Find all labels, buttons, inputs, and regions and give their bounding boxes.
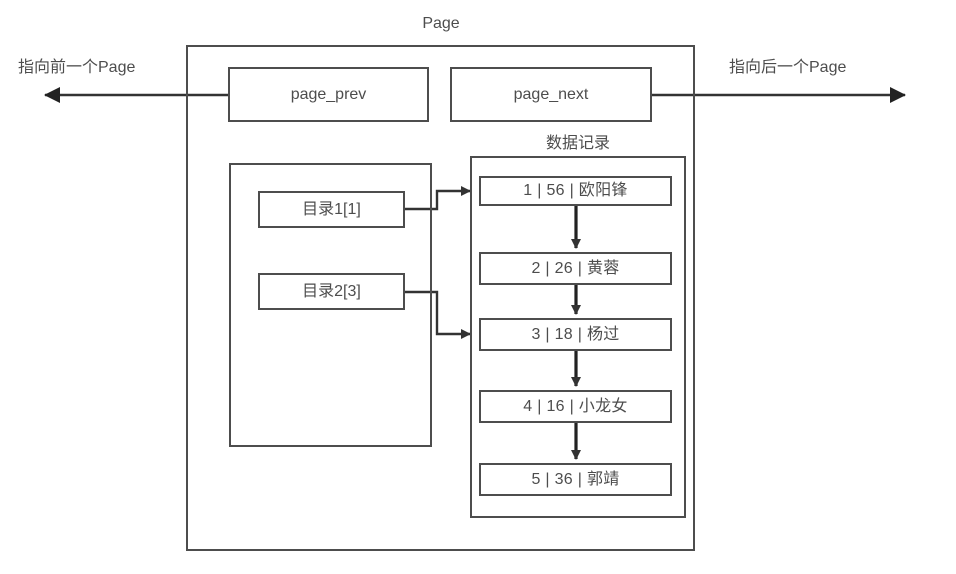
page-container xyxy=(186,45,695,551)
record-row-2-label: 2 | 26 | 黄蓉 xyxy=(531,259,620,277)
record-row-2[interactable]: 2 | 26 | 黄蓉 xyxy=(479,252,672,285)
record-row-1[interactable]: 1 | 56 | 欧阳锋 xyxy=(479,176,672,206)
page-prev-label: page_prev xyxy=(290,85,367,103)
record-row-1-label: 1 | 56 | 欧阳锋 xyxy=(523,182,628,199)
record-row-3[interactable]: 3 | 18 | 杨过 xyxy=(479,318,672,351)
directory-entry-2-label: 目录2[3] xyxy=(302,282,361,300)
record-row-4-label: 4 | 16 | 小龙女 xyxy=(523,397,628,415)
directory-entry-1-label: 目录1[1] xyxy=(302,200,361,218)
data-records-container xyxy=(470,156,686,518)
directory-entry-1[interactable]: 目录1[1] xyxy=(258,191,405,228)
page-next-box[interactable]: page_next xyxy=(450,67,652,122)
page-title-label: Page xyxy=(422,15,460,32)
directory-container xyxy=(229,163,432,447)
prev-page-arrow-label: 指向前一个Page xyxy=(18,59,136,76)
record-row-3-label: 3 | 18 | 杨过 xyxy=(531,325,620,343)
record-row-5[interactable]: 5 | 36 | 郭靖 xyxy=(479,463,672,496)
record-row-4[interactable]: 4 | 16 | 小龙女 xyxy=(479,390,672,423)
next-page-arrow-label: 指向后一个Page xyxy=(729,59,847,76)
data-records-title-label: 数据记录 xyxy=(545,135,610,152)
record-row-5-label: 5 | 36 | 郭靖 xyxy=(531,470,620,488)
page-next-label: page_next xyxy=(513,85,589,103)
directory-entry-2[interactable]: 目录2[3] xyxy=(258,273,405,310)
page-prev-box[interactable]: page_prev xyxy=(228,67,429,122)
